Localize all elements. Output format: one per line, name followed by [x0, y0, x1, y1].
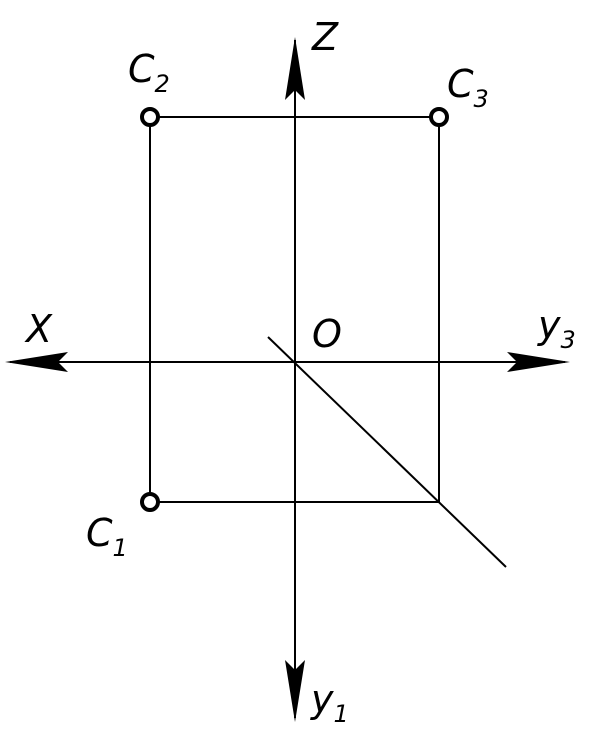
diagonal-constant-line [267, 336, 507, 568]
y1-axis-label: y1 [310, 677, 349, 728]
origin-label: O [312, 312, 342, 356]
z-axis-label: Z [311, 15, 339, 59]
point-c2 [140, 107, 160, 127]
x-axis-arrowhead [5, 352, 68, 372]
point-c1 [140, 492, 160, 512]
point-c3 [429, 107, 449, 127]
y1-axis-arrowhead [285, 660, 305, 722]
y3-axis-label: y3 [537, 303, 576, 354]
x-axis-label: X [24, 307, 53, 351]
y3-axis-arrowhead [507, 352, 570, 372]
c2-label: C2 [128, 47, 170, 98]
c1-label: C1 [86, 511, 128, 562]
z-axis-arrowhead [285, 37, 305, 100]
c3-label: C3 [447, 62, 489, 113]
